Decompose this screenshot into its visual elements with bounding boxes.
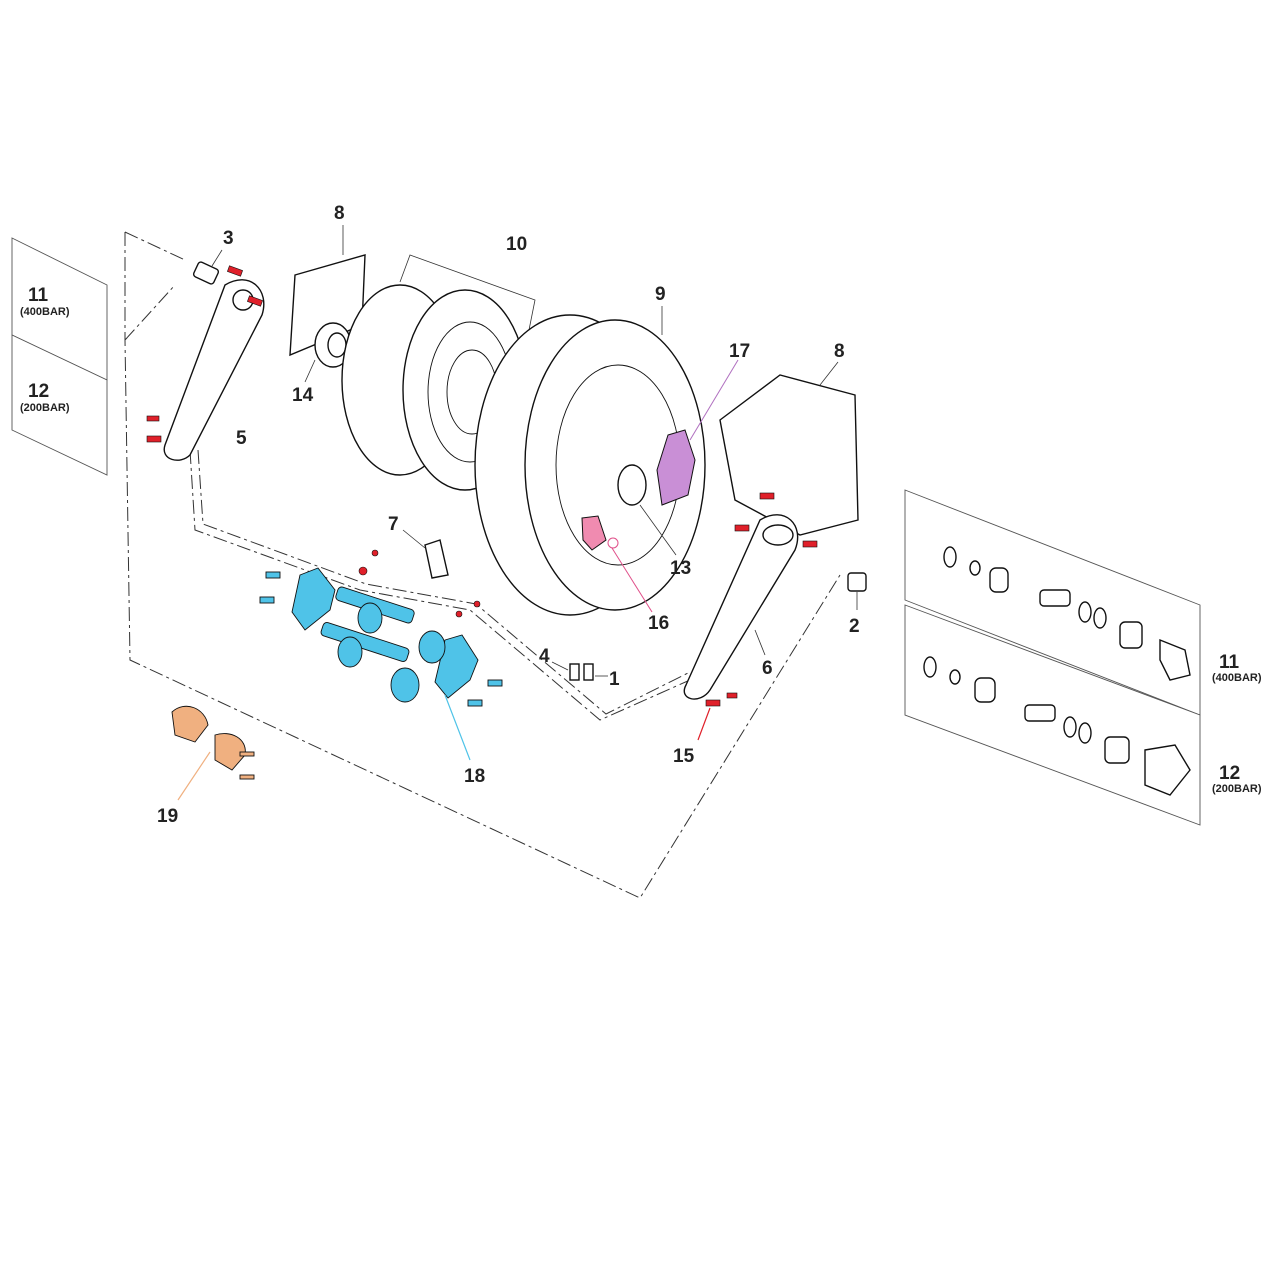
part-3-fitting <box>192 249 223 285</box>
part-6-right-leg <box>683 514 799 700</box>
callout-7: 7 <box>388 514 399 535</box>
leader-15 <box>697 707 711 741</box>
callout-10: 10 <box>506 234 527 255</box>
part-5-left-leg <box>163 279 265 461</box>
option-box-12-left: 12 (200BAR) <box>11 334 108 476</box>
assembly-lines <box>124 231 841 899</box>
callout-4: 4 <box>539 646 550 667</box>
callout-16: 16 <box>648 613 669 634</box>
part-16-ratchet <box>581 504 677 613</box>
callout-11-right: 11 <box>1219 652 1240 673</box>
callout-2: 2 <box>849 616 860 637</box>
callout-17: 17 <box>729 341 750 362</box>
callout-12-right: 12 <box>1219 763 1240 784</box>
callout-14: 14 <box>292 385 314 406</box>
swivel-400bar <box>943 546 1191 681</box>
callout-11-left: 11 <box>28 285 49 306</box>
part-19-wall-kit <box>171 705 255 780</box>
leader-18 <box>444 694 471 761</box>
callouts: 1 2 3 4 5 6 7 8 8 9 10 13 14 15 16 17 18… <box>157 203 860 827</box>
callout-9: 9 <box>655 284 666 305</box>
callout-19: 19 <box>157 806 178 827</box>
part-17-lock <box>656 359 739 506</box>
callout-15: 15 <box>673 746 695 767</box>
callout-13: 13 <box>670 558 691 579</box>
callout-11-left-sub: (400BAR) <box>20 306 70 318</box>
part-18-leg-kit <box>259 567 503 707</box>
callout-1: 1 <box>609 669 620 690</box>
part-8-right-bracket <box>719 361 859 536</box>
callout-3: 3 <box>223 228 234 249</box>
callout-8-left: 8 <box>334 203 345 224</box>
option-box-12-right: 12 (200BAR) <box>904 604 1262 826</box>
callout-11-right-sub: (400BAR) <box>1212 672 1262 684</box>
callout-18: 18 <box>464 766 485 787</box>
parts-1-4-nipples <box>551 661 608 681</box>
part-7-label-plate <box>402 529 449 579</box>
leader-19 <box>177 751 211 801</box>
part-14-bearing <box>304 322 352 383</box>
callout-6: 6 <box>762 658 773 679</box>
swivel-200bar <box>923 656 1191 796</box>
callout-12-left: 12 <box>28 381 49 402</box>
screws-red <box>146 265 818 707</box>
callout-5: 5 <box>236 428 247 449</box>
part-2-nut <box>847 572 867 610</box>
callout-12-right-sub: (200BAR) <box>1212 783 1262 795</box>
callout-8-right: 8 <box>834 341 845 362</box>
callout-12-left-sub: (200BAR) <box>20 402 70 414</box>
